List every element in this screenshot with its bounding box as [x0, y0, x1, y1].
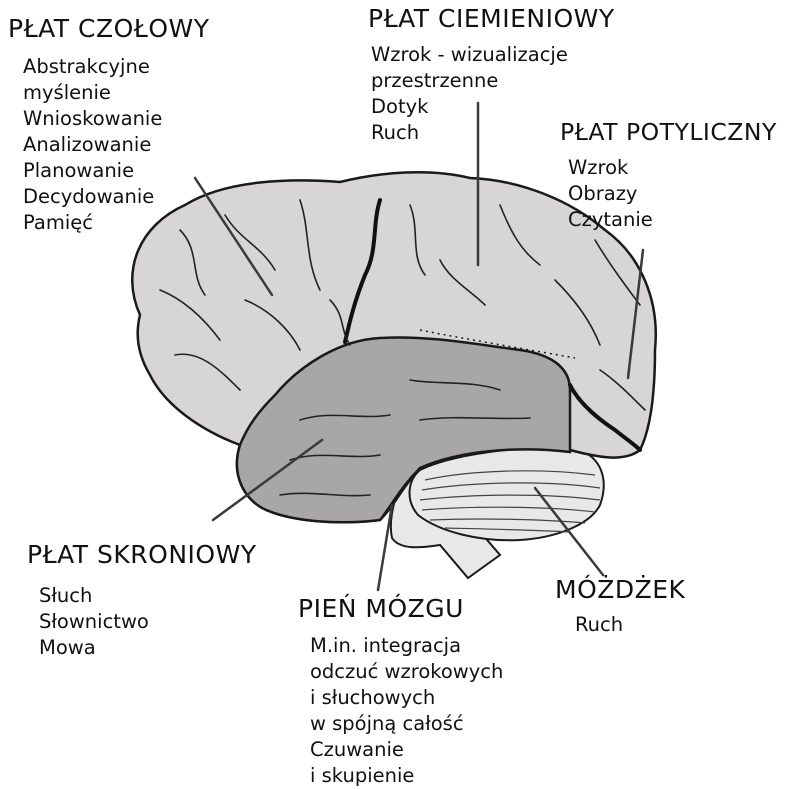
frontal-item: Decydowanie — [23, 184, 209, 210]
frontal-lobe-title: PŁAT CZOŁOWY — [8, 14, 209, 43]
brainstem-item: odczuć wzrokowych — [310, 659, 503, 685]
occipital-item: Obrazy — [568, 181, 777, 207]
temporal-item: Słuch — [39, 583, 257, 609]
temporal-item: Słownictwo — [39, 609, 257, 635]
frontal-lobe-group: PŁAT CZOŁOWY Abstrakcyjne myślenie Wnios… — [8, 14, 209, 236]
occipital-lobe-group: PŁAT POTYLICZNY Wzrok Obrazy Czytanie — [560, 118, 777, 233]
brainstem-item: Czuwanie — [310, 737, 503, 763]
parietal-lobe-title: PŁAT CIEMIENIOWY — [368, 4, 615, 33]
cerebellum-item: Ruch — [575, 612, 685, 638]
occipital-item: Czytanie — [568, 207, 777, 233]
frontal-item: myślenie — [23, 80, 209, 106]
frontal-item: Wnioskowanie — [23, 106, 209, 132]
brainstem-item: i skupienie — [310, 763, 503, 789]
cerebellum-group: MÓŻDŻEK Ruch — [555, 575, 685, 638]
temporal-item: Mowa — [39, 635, 257, 661]
brainstem-title: PIEŃ MÓZGU — [298, 594, 503, 623]
frontal-item: Pamięć — [23, 210, 209, 236]
brainstem-item: w spójną całość — [310, 711, 503, 737]
occipital-item: Wzrok — [568, 155, 777, 181]
temporal-lobe-group: PŁAT SKRONIOWY Słuch Słownictwo Mowa — [27, 540, 257, 661]
frontal-item: Analizowanie — [23, 132, 209, 158]
parietal-item: Dotyk — [371, 94, 615, 120]
frontal-item: Planowanie — [23, 158, 209, 184]
cerebellum-title: MÓŻDŻEK — [555, 575, 685, 604]
brainstem-group: PIEŃ MÓZGU M.in. integracja odczuć wzrok… — [298, 594, 503, 789]
brainstem-item: i słuchowych — [310, 685, 503, 711]
parietal-item: przestrzenne — [371, 68, 615, 94]
brainstem-item: M.in. integracja — [310, 633, 503, 659]
occipital-lobe-title: PŁAT POTYLICZNY — [560, 118, 777, 146]
parietal-item: Wzrok - wizualizacje — [371, 42, 615, 68]
frontal-item: Abstrakcyjne — [23, 54, 209, 80]
temporal-lobe-title: PŁAT SKRONIOWY — [27, 540, 257, 569]
